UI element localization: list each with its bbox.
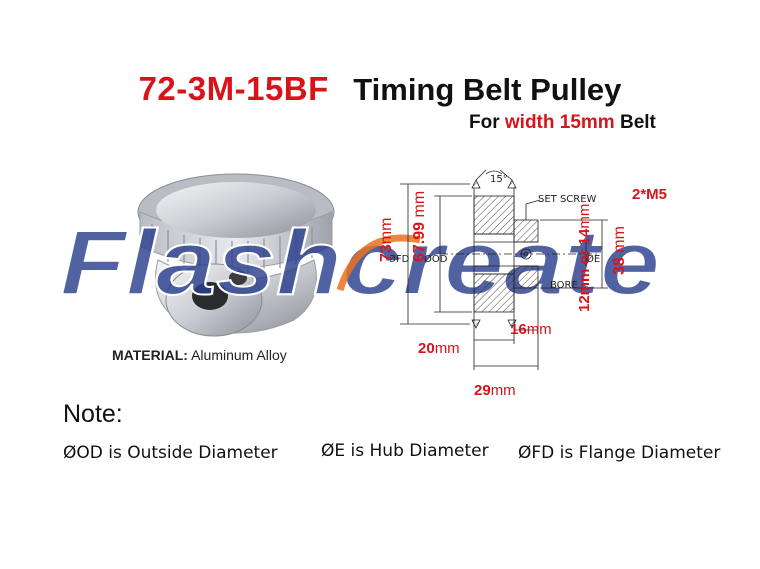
dim-total-length: 29mm [474,382,516,399]
note-od-definition: ØOD is Outside Diameter [63,443,278,463]
dim-flange-diameter: 73mm [378,217,395,262]
material-line: MATERIAL: Aluminum Alloy [112,347,287,363]
set-screw-label: SET SCREW [538,194,597,205]
screw-size: 2*M5 [632,186,668,203]
material-label: MATERIAL: [112,347,188,363]
model-number: 72-3M-15BF [138,70,329,107]
dim-bore: 12mm or 14mm [576,203,593,312]
bore-label: BORE [550,280,578,291]
e-label: ØE [586,253,600,265]
brand-watermark: Flashcreate [60,220,661,310]
belt-width-subtitle: For width 15mm Belt [469,112,656,133]
belt-width-value: width 15mm [504,112,615,133]
technical-drawing: 15° SET SCREW ØFD ØOD ØE BORE [390,170,608,370]
od-label: ØOD [424,253,448,265]
dim-hub-length: 16mm [510,321,552,338]
note-title: Note: [63,400,123,428]
watermark-text: Flashcreate [60,220,660,310]
dim-face-width: 20mm [418,340,460,357]
dim-outside-diameter: 67.99 mm [411,190,428,262]
pulley-photo [137,173,335,337]
angle-label: 15° [490,174,508,185]
fd-label: ØFD [390,253,410,265]
note-fd-definition: ØFD is Flange Diameter [518,443,721,463]
product-name: Timing Belt Pulley [353,72,622,107]
note-e-definition: ØE is Hub Diameter [321,441,489,461]
title-row: 72-3M-15BF Timing Belt Pulley [0,70,760,108]
material-value: Aluminum Alloy [191,347,287,363]
dim-hub-diameter: 38 mm [611,226,628,275]
